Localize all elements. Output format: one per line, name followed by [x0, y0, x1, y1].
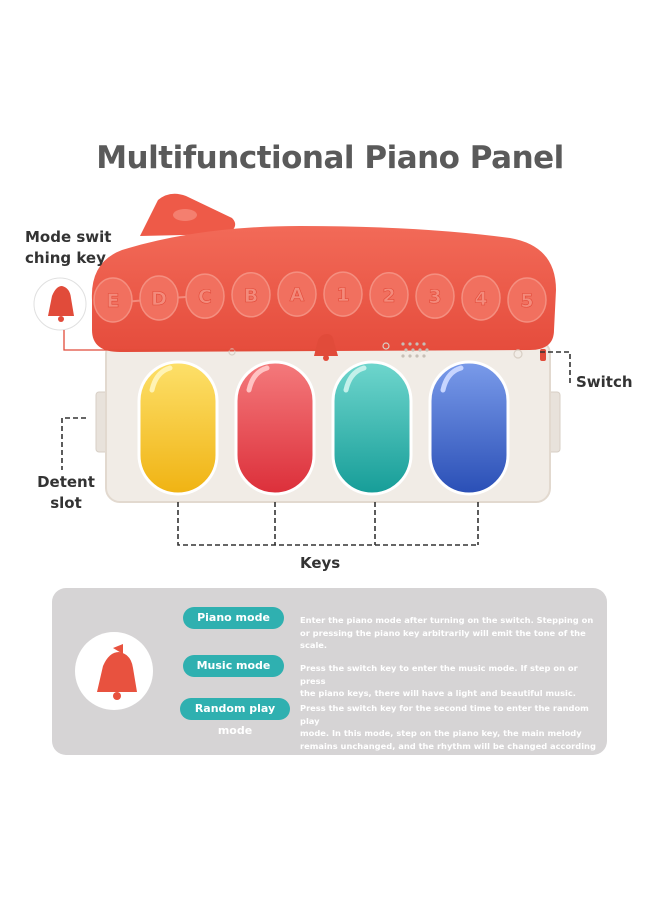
mode-switch-label: Mode swit ching key: [25, 227, 115, 269]
switch-label: Switch: [576, 373, 633, 391]
piano-key-yellow[interactable]: [137, 360, 219, 496]
roof-key-bubble: [415, 273, 455, 319]
switch-bell-icon: [314, 334, 338, 356]
random-mode-desc-line: mode. In this mode, step on the piano ke…: [300, 728, 582, 738]
detent-slot-label: Detent slot: [36, 472, 96, 514]
roof-key-bubble: [93, 277, 133, 323]
roof-key-bubble: [507, 277, 547, 323]
detent-label-line1: Detent: [37, 473, 95, 491]
piano-key-blue[interactable]: [428, 360, 510, 496]
music-mode-desc-line: Press the switch key to enter the music …: [300, 663, 578, 686]
mode-switch-label-line2: ching key: [25, 249, 106, 267]
roof-key-label: B: [244, 285, 258, 307]
random-mode-desc-line: Press the switch key for the second time…: [300, 703, 589, 726]
mode-switch-label-line1: Mode swit: [25, 228, 112, 246]
roof-key-label: E: [107, 290, 120, 312]
roof-key-bubble: [369, 272, 409, 318]
bell-icon: [97, 644, 137, 700]
music-mode-pill: Music mode: [183, 655, 284, 677]
roof-key-bubble: [139, 275, 179, 321]
roof-key-label: 5: [520, 290, 533, 312]
keys-label: Keys: [300, 554, 341, 572]
roof-key-bubble: [461, 275, 501, 321]
mode-switch-bell-icon: [48, 286, 74, 316]
piano-mode-desc-line: Enter the piano mode after turning on th…: [300, 615, 594, 625]
flower-decoration: [228, 342, 523, 359]
bell-icon-circle: [75, 632, 153, 710]
piano-key-teal[interactable]: [331, 360, 413, 496]
callout-lines: [33, 277, 571, 546]
piano-panel-illustration: E D C B A 1 2 3 4 5: [91, 193, 561, 503]
roof-key-label: D: [151, 288, 167, 310]
roof-key-bubble: [323, 271, 363, 317]
piano-mode-desc-line: or pressing the piano key arbitrarily wi…: [300, 627, 586, 651]
roof-key-label: C: [198, 286, 212, 308]
music-mode-description: Press the switch key to enter the music …: [300, 662, 605, 700]
roof-key-bubble: [185, 273, 225, 319]
roof-key-label: 1: [336, 284, 349, 306]
roof-key-row: E D C B A 1 2 3 4 5: [93, 271, 547, 323]
random-play-mode-description: Press the switch key for the second time…: [300, 702, 605, 765]
roof-key-label: 2: [382, 285, 395, 307]
piano-mode-pill: Piano mode: [183, 607, 284, 629]
roof-key-bubble: [231, 272, 271, 318]
roof-key-label: A: [290, 284, 305, 306]
random-play-mode-pill: Random play mode: [180, 698, 290, 737]
piano-mode-description: Enter the piano mode after turning on th…: [300, 614, 605, 652]
roof-key-label: 4: [474, 288, 487, 310]
speaker-grille: [401, 342, 429, 358]
roof-key-label: 3: [428, 286, 441, 308]
piano-key-red[interactable]: [234, 360, 316, 496]
random-mode-desc-line: to the manual pressing speed.: [300, 753, 443, 763]
random-mode-desc-line: remains unchanged, and the rhythm will b…: [300, 740, 596, 751]
music-mode-desc-line: the piano keys, there will have a light …: [300, 688, 576, 698]
page-title: Multifunctional Piano Panel: [96, 140, 564, 176]
roof-key-bubble: [277, 271, 317, 317]
detent-label-line2: slot: [50, 494, 82, 512]
